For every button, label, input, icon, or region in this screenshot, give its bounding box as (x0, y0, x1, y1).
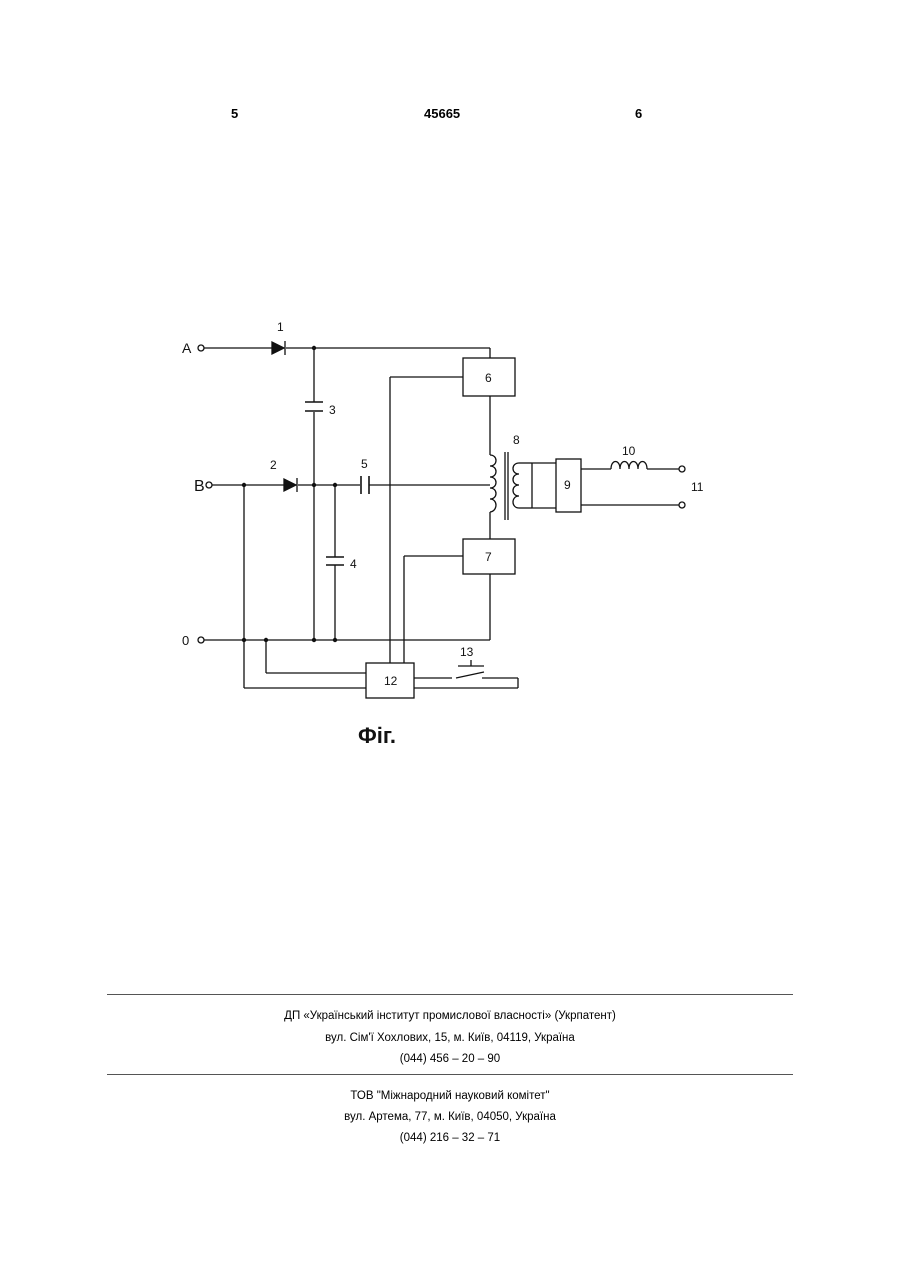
blocks (366, 358, 581, 698)
label-2: 2 (270, 458, 277, 472)
terminal-b-label: B (194, 478, 205, 495)
publisher-name: ДП «Український інститут промислової вла… (0, 1010, 900, 1022)
label-10: 10 (622, 444, 636, 458)
publisher-address: вул. Сім'ї Хохлових, 15, м. Київ, 04119,… (0, 1032, 900, 1044)
label-12: 12 (384, 674, 398, 688)
terminals (198, 345, 685, 643)
printer-address: вул. Артема, 77, м. Київ, 04050, Україна (0, 1111, 900, 1123)
label-4: 4 (350, 557, 357, 571)
transformer-8 (490, 452, 519, 520)
printer-name: ТОВ "Міжнародний науковий комітет" (0, 1090, 900, 1102)
label-13: 13 (460, 645, 474, 659)
label-7: 7 (485, 550, 492, 564)
junction-dots (242, 346, 337, 642)
footer-divider-top (107, 994, 793, 995)
capacitor-5 (361, 476, 369, 494)
circuit-wires (204, 348, 679, 688)
figure-caption: Фіг. (358, 723, 396, 748)
diode-1 (272, 341, 285, 355)
diode-2 (284, 478, 297, 492)
publisher-phone: (044) 456 – 20 – 90 (0, 1053, 900, 1065)
label-5: 5 (361, 457, 368, 471)
label-9: 9 (564, 478, 571, 492)
label-6: 6 (485, 371, 492, 385)
inductor-10 (611, 462, 647, 470)
terminal-zero-label: 0 (182, 633, 189, 648)
terminal-a-label: A (182, 340, 192, 356)
footer-divider-bottom (107, 1074, 793, 1075)
capacitor-3 (305, 402, 323, 411)
printer-phone: (044) 216 – 32 – 71 (0, 1132, 900, 1144)
label-11: 11 (691, 480, 704, 494)
label-1: 1 (277, 320, 284, 334)
label-3: 3 (329, 403, 336, 417)
capacitor-4 (326, 557, 344, 565)
label-8: 8 (513, 433, 520, 447)
